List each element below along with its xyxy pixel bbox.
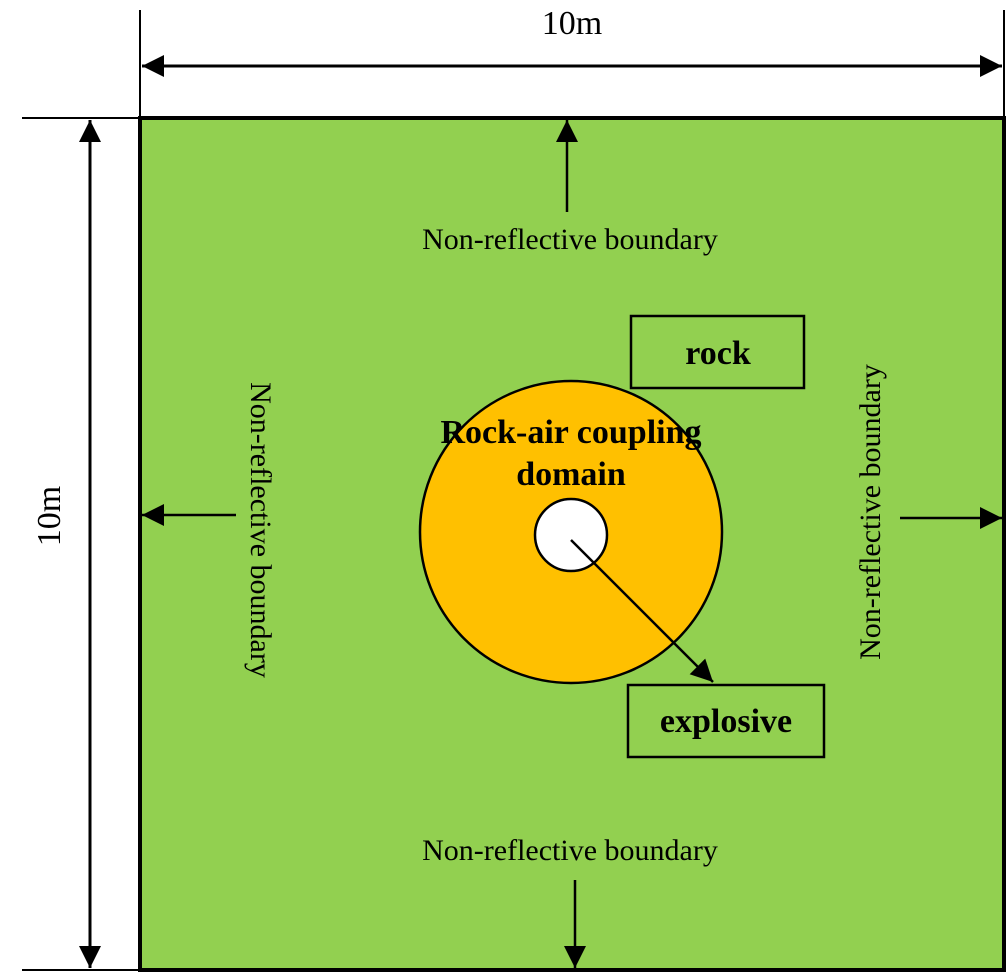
explosive-pointer-arrow: [570, 539, 714, 683]
left-boundary-label: Non-reflective boundary: [244, 382, 277, 678]
bottom-boundary-label: Non-reflective boundary: [422, 834, 718, 867]
top-boundary-label: Non-reflective boundary: [422, 223, 718, 256]
coupling-domain-label-line1: Rock-air coupling: [440, 414, 701, 451]
explosive-label: explosive: [660, 703, 792, 740]
coupling-domain-label-line2: domain: [516, 456, 626, 493]
rock-label: rock: [685, 335, 751, 372]
explosive-label-box: [626, 683, 826, 759]
right-boundary-label: Non-reflective boundary: [854, 364, 887, 660]
rock-label-box: [629, 314, 806, 390]
width-dimension-label: 10m: [542, 5, 602, 42]
borehole: [533, 497, 609, 573]
height-dimension-label: 10m: [31, 486, 68, 546]
